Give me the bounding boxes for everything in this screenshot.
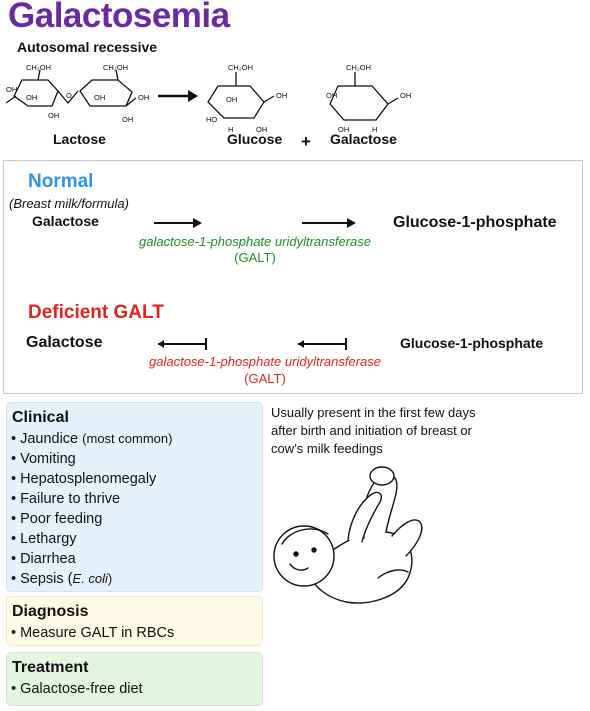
lactose-label: Lactose — [53, 131, 106, 147]
galactose-ring — [329, 85, 389, 121]
diagnosis-title: Diagnosis — [12, 603, 89, 620]
galactose-h: H — [372, 125, 377, 134]
deficient-block-2 — [298, 340, 304, 348]
galactose-oh-2: OH — [400, 91, 411, 100]
normal-enzyme-abbr: (GALT) — [234, 250, 276, 265]
clinical-list: Jaundice (most common) Vomiting Hepatosp… — [7, 429, 262, 589]
normal-arrow-2 — [347, 218, 356, 228]
clinical-item: Sepsis (E. coli) — [11, 569, 262, 589]
normal-arrows — [154, 218, 356, 228]
page-title: Galactosemia — [8, 0, 230, 35]
deficient-heading: Deficient GALT — [28, 302, 164, 323]
treatment-panel: Treatment Galactose-free diet — [6, 652, 263, 706]
lactose-ring-1 — [13, 79, 59, 107]
clinical-item: Poor feeding — [11, 509, 262, 529]
glucose-label: Glucose — [227, 131, 283, 147]
normal-substrate: Galactose — [32, 213, 99, 229]
normal-product: Glucose-1-phosphate — [393, 214, 557, 231]
lactose-ch2oh-2: CH₂OH — [103, 63, 128, 72]
glucose-ch2oh: CH₂OH — [228, 63, 253, 72]
deficient-substrate: Galactose — [26, 334, 103, 351]
lactose-ch2oh-1: CH₂OH — [26, 63, 51, 72]
lactose-oh-4: OH — [94, 93, 105, 102]
treatment-item: Galactose-free diet — [11, 679, 262, 699]
glucose-ho: HO — [206, 115, 217, 124]
normal-heading: Normal — [28, 171, 94, 192]
lactose-o: O — [66, 91, 72, 100]
glucose-h: H — [228, 125, 233, 134]
glucose-oh-2: OH — [276, 91, 287, 100]
reaction-arrow — [188, 90, 198, 102]
clinical-item: Diarrhea — [11, 549, 262, 569]
lactose-ring-2 — [79, 79, 133, 107]
onset-note: Usually present in the first few days af… — [271, 405, 476, 456]
diagnosis-panel: Diagnosis Measure GALT in RBCs — [6, 596, 263, 646]
clinical-item: Hepatosplenomegaly — [11, 469, 262, 489]
glucose-oh-1: OH — [226, 95, 237, 104]
normal-enzyme: galactose-1-phosphate uridyltransferase — [139, 234, 371, 249]
deficient-enzyme-abbr: (GALT) — [244, 371, 286, 386]
galactose-oh-1: OH — [326, 91, 337, 100]
sugar-structures: CH₂OH CH₂OH OH OH OH O OH OH OH CH₂OH HO… — [5, 63, 411, 134]
clinical-item: Failure to thrive — [11, 489, 262, 509]
galactose-ch2oh: CH₂OH — [346, 63, 371, 72]
infant-illustration-icon — [273, 466, 423, 604]
lactose-oh-2: OH — [26, 93, 37, 102]
lactose-oh-3: OH — [48, 111, 59, 120]
clinical-item: Vomiting — [11, 449, 262, 469]
lactose-oh-1: OH — [6, 85, 17, 94]
lactose-oh-6: OH — [122, 115, 133, 124]
clinical-panel: Clinical Jaundice (most common) Vomiting… — [6, 402, 263, 592]
galactose-label: Galactose — [330, 131, 397, 147]
normal-source: (Breast milk/formula) — [9, 196, 129, 211]
diagnosis-item: Measure GALT in RBCs — [11, 623, 262, 643]
clinical-item: Lethargy — [11, 529, 262, 549]
pathway-box — [3, 160, 583, 394]
treatment-title: Treatment — [12, 659, 89, 676]
plus-sign: + — [301, 132, 311, 151]
deficient-blocked-arrows — [158, 338, 347, 350]
clinical-title: Clinical — [12, 409, 69, 426]
inheritance-label: Autosomal recessive — [17, 39, 158, 55]
normal-arrow-1 — [193, 218, 202, 228]
deficient-enzyme: galactose-1-phosphate uridyltransferase — [149, 354, 381, 369]
glucose-oh-3: OH — [256, 125, 267, 134]
glucose-ring — [207, 85, 265, 119]
galactose-oh-3: OH — [338, 125, 349, 134]
lactose-oh-5: OH — [138, 93, 149, 102]
clinical-item: Jaundice (most common) — [11, 429, 262, 449]
deficient-product: Glucose-1-phosphate — [400, 335, 544, 351]
deficient-block-1 — [158, 340, 164, 348]
